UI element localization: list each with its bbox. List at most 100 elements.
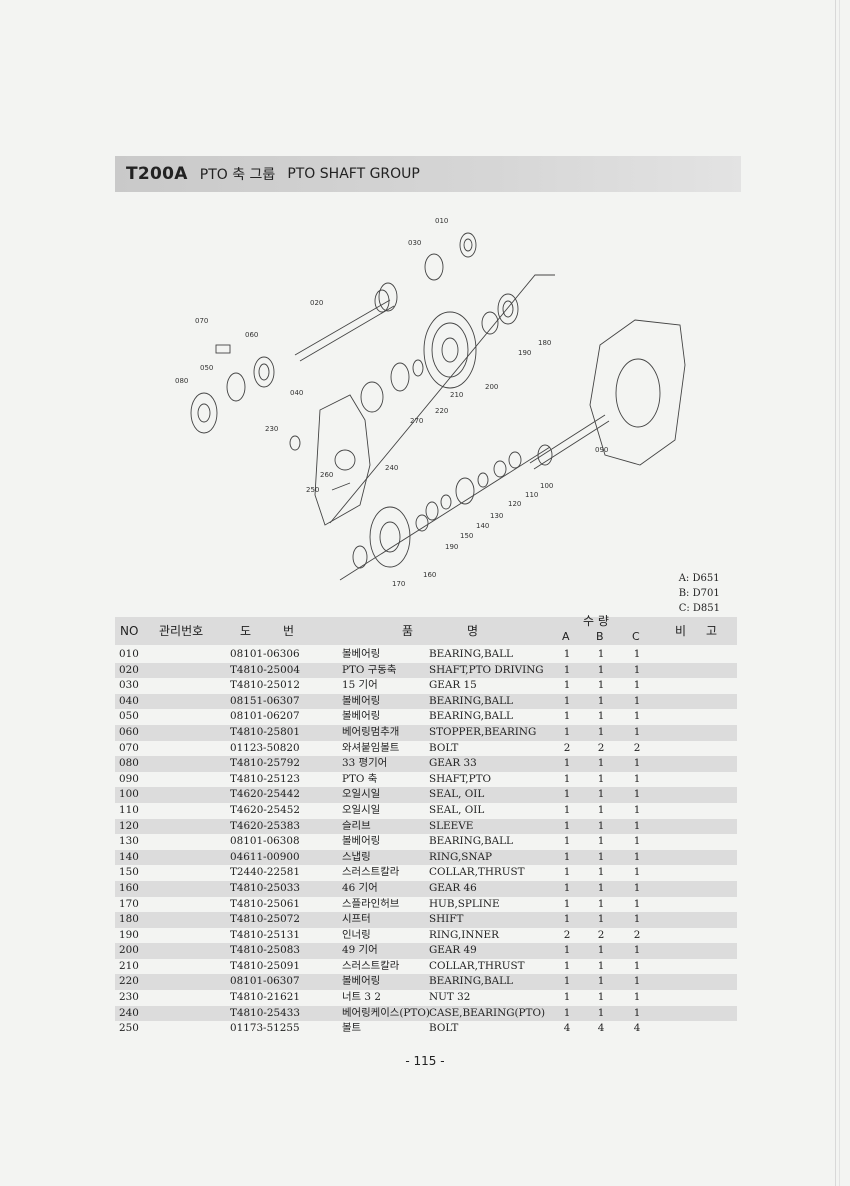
part-name-korean: 스냅링 — [342, 850, 371, 863]
callout-210: 210 — [450, 391, 463, 399]
qty-c: 1 — [633, 725, 641, 738]
callout-030: 030 — [408, 239, 421, 247]
qty-a: 1 — [563, 710, 571, 723]
part-name-english: SEAL, OIL — [429, 788, 485, 801]
bearing-case-240-part — [314, 394, 371, 526]
part-code: 04611-00900 — [230, 850, 300, 863]
qty-a: 1 — [563, 679, 571, 692]
qty-c: 1 — [633, 772, 641, 785]
qty-a: 1 — [563, 1006, 571, 1019]
bearing-040-bore — [258, 363, 270, 381]
callout-110: 110 — [525, 491, 538, 499]
bearing-case-bore — [334, 449, 356, 471]
hub-170-part — [352, 545, 368, 569]
part-name-korean: 오일시일 — [342, 788, 381, 801]
qty-b: 4 — [597, 1022, 605, 1035]
part-number-index: 060 — [119, 725, 139, 738]
gear-030-part — [424, 253, 444, 281]
group-code: T200A — [126, 164, 188, 184]
qty-b: 1 — [597, 772, 605, 785]
part-number-index: 180 — [119, 913, 139, 926]
callout-090: 090 — [595, 446, 608, 454]
qty-b: 1 — [597, 944, 605, 957]
callout-020: 020 — [310, 299, 323, 307]
part-code: T4810-25091 — [230, 959, 300, 972]
callout-220: 220 — [435, 407, 448, 415]
callout-120: 120 — [508, 500, 521, 508]
qty-a: 1 — [563, 850, 571, 863]
qty-c: 1 — [633, 819, 641, 832]
header-do: 도 — [240, 624, 252, 638]
part-name-english: STOPPER,BEARING — [429, 725, 537, 738]
part-code: 08151-06307 — [230, 694, 300, 707]
part-name-korean: 33 평기어 — [342, 757, 388, 770]
qty-b: 1 — [597, 663, 605, 676]
bearing-010-part — [459, 232, 477, 258]
callout-240: 240 — [385, 464, 398, 472]
page-edge — [839, 0, 840, 1186]
qty-a: 1 — [563, 866, 571, 879]
qty-a: 2 — [563, 928, 571, 941]
part-name-korean: 볼베어링 — [342, 710, 381, 723]
qty-b: 2 — [597, 928, 605, 941]
part-name-korean: 볼베어링 — [342, 648, 381, 660]
qty-a: 1 — [563, 648, 571, 660]
callout-230: 230 — [265, 425, 278, 433]
part-name-korean: 46 기어 — [342, 881, 378, 894]
qty-a: 1 — [563, 663, 571, 676]
part-name-english: GEAR 33 — [429, 757, 477, 770]
gear-160-hub — [379, 521, 401, 553]
bearing-010-bore — [463, 238, 473, 252]
snap-ring-140-part — [440, 494, 452, 510]
part-code: T4810-25083 — [230, 944, 300, 957]
exploded-parts-diagram: 010 030 020 070 060 050 080 040 180 190 … — [160, 205, 720, 600]
page-edge — [835, 0, 836, 1186]
qty-c: 1 — [633, 866, 641, 879]
part-name-english: COLLAR,THRUST — [429, 866, 525, 879]
collar-210-part — [412, 359, 424, 377]
part-name-english: HUB,SPLINE — [429, 897, 500, 910]
callout-060: 060 — [245, 331, 258, 339]
part-number-index: 040 — [119, 694, 139, 707]
model-c: C: D851 — [678, 603, 720, 614]
part-name-korean: PTO 구동축 — [342, 663, 397, 676]
part-name-korean: 와셔붙임볼트 — [342, 741, 400, 754]
part-number-index: 150 — [119, 866, 139, 879]
gear-160-part — [369, 506, 411, 568]
shifter-180-bore — [502, 300, 514, 318]
qty-c: 1 — [633, 803, 641, 816]
qty-b: 1 — [597, 803, 605, 816]
bearing-220-part — [390, 362, 410, 392]
qty-a: 1 — [563, 897, 571, 910]
qty-a: 1 — [563, 803, 571, 816]
part-name-english: SLEEVE — [429, 819, 474, 832]
ring-inner-190b-part — [415, 514, 429, 532]
part-number-index: 200 — [119, 944, 139, 957]
qty-c: 1 — [633, 959, 641, 972]
qty-a: 1 — [563, 991, 571, 1004]
header-no: NO — [120, 624, 139, 638]
qty-a: 1 — [563, 835, 571, 848]
callout-100: 100 — [540, 482, 553, 490]
part-name-korean: 베어링멈추개 — [342, 725, 400, 738]
group-title-english: PTO SHAFT GROUP — [287, 166, 420, 182]
part-number-index: 120 — [119, 819, 139, 832]
qty-a: 1 — [563, 975, 571, 988]
part-code: T2440-22581 — [230, 866, 300, 879]
qty-c: 2 — [633, 741, 641, 754]
qty-a: 1 — [563, 772, 571, 785]
part-number-index: 110 — [119, 803, 139, 816]
part-name-korean: 슬리브 — [342, 819, 371, 832]
